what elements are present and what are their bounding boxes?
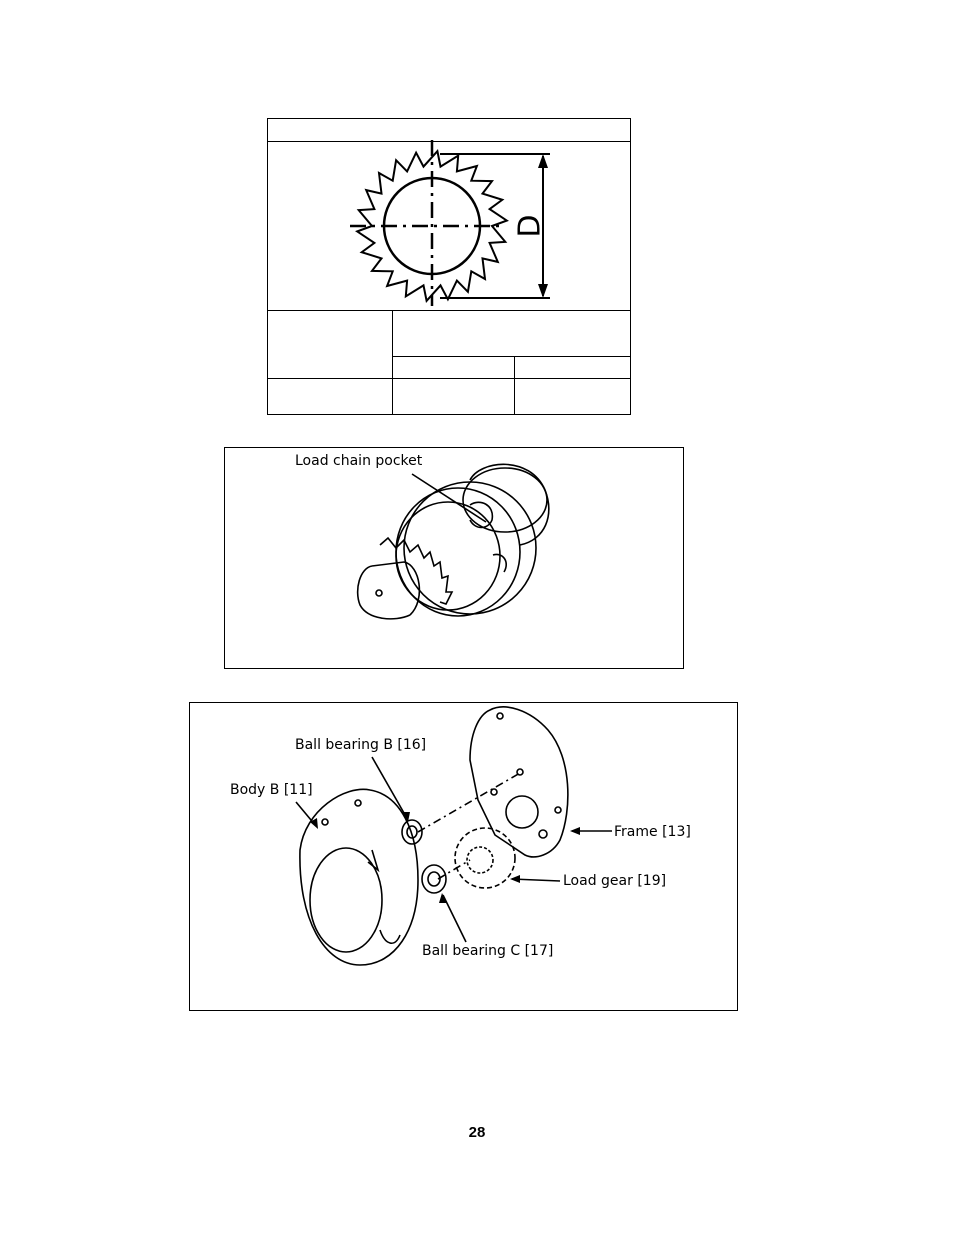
page-number: 28 [468, 1124, 486, 1141]
table-column-divider-1 [392, 310, 393, 414]
table-diagram-divider [268, 310, 630, 311]
table-column-divider-2 [514, 356, 515, 414]
table-header-divider [268, 141, 630, 142]
table-row-divider [268, 378, 630, 379]
frame-shape [469, 706, 569, 858]
load-gear-label: Load gear [19] [563, 873, 667, 889]
body-b-face [309, 847, 383, 953]
dimension-arrow-bottom [538, 284, 548, 298]
body-b-outline [299, 788, 419, 966]
ball-bearing-b-shape [401, 819, 423, 845]
load-gear-shape [454, 827, 516, 889]
ball-bearing-c-shape [421, 864, 447, 894]
table-subheader-divider [392, 356, 630, 357]
dimension-arrow-top [538, 154, 548, 168]
exploded-assembly-figure [189, 702, 738, 1011]
body-b-label: Body B [11] [230, 782, 313, 798]
ball-bearing-c-label: Ball bearing C [17] [422, 943, 554, 959]
ball-bearing-b-label: Ball bearing B [16] [295, 737, 427, 753]
frame-label: Frame [13] [614, 824, 691, 840]
dimension-label-d: D [513, 214, 548, 237]
gear-dimension-table [267, 118, 631, 415]
load-chain-pocket-label: Load chain pocket [295, 453, 423, 469]
